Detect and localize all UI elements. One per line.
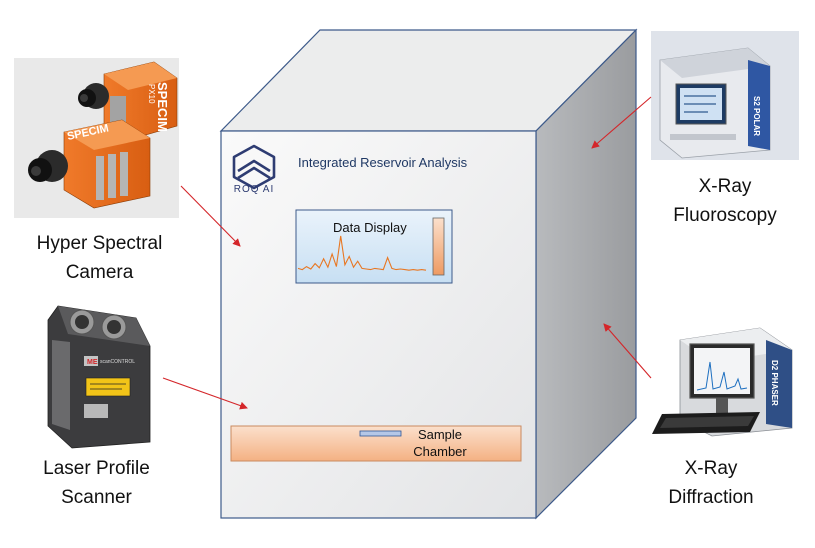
arrow-xrf <box>591 96 652 149</box>
xray-diffraction-label: X-Ray Diffraction <box>636 454 786 512</box>
hyperspectral-camera-image: SPECIM PX10 SPECIM <box>14 58 179 218</box>
laser-scanner-label: Laser Profile Scanner <box>14 454 179 512</box>
sample-chamber-line2: Chamber <box>413 444 467 459</box>
sample-chamber-line1: Sample <box>417 427 463 442</box>
xrd-label-line1: X-Ray <box>684 458 738 479</box>
data-display-panel <box>295 209 453 284</box>
hyperspectral-camera-label: Hyper Spectral Camera <box>17 229 182 287</box>
sample-chamber <box>230 425 522 462</box>
sample-tray <box>359 430 402 437</box>
display-level-bar <box>432 217 445 276</box>
arrow-laser <box>162 377 248 410</box>
xray-fluoroscopy-image: S2 POLAR <box>651 31 799 160</box>
camera-model-text: PX10 <box>147 84 156 104</box>
hyperspectral-label-line1: Hyper Spectral <box>36 233 163 254</box>
xrd-label-line2: Diffraction <box>668 487 754 508</box>
camera-brand-text: SPECIM <box>155 82 170 132</box>
data-display-title: Data Display <box>333 220 407 235</box>
laser-scanner-image: ME scanCONTROL <box>47 305 151 449</box>
analyzer-title: Integrated Reservoir Analysis <box>298 155 468 170</box>
xrf-label-line2: Fluoroscopy <box>673 205 777 226</box>
connection-arrows <box>162 96 652 410</box>
spectrum-line <box>297 235 427 271</box>
arrow-hyperspectral <box>180 185 241 247</box>
arrow-xrd <box>603 323 652 379</box>
xrd-brand-text: D2 PHASER <box>770 360 779 406</box>
xray-fluoroscopy-label: X-Ray Fluoroscopy <box>650 172 800 230</box>
roq-ai-logo-icon <box>232 144 276 190</box>
laser-logo-text: ME <box>87 359 98 366</box>
hyperspectral-label-line2: Camera <box>65 262 134 283</box>
sample-chamber-label: Sample Chamber <box>405 426 475 460</box>
laser-label-line1: Laser Profile <box>43 458 150 479</box>
xray-diffraction-image: D2 PHASER <box>652 327 793 437</box>
laser-brand-text: scanCONTROL <box>100 359 135 365</box>
laser-label-line2: Scanner <box>61 487 132 508</box>
roq-ai-logo-text: ROQ AI <box>233 184 275 195</box>
xrf-label-line1: X-Ray <box>698 176 752 197</box>
xrf-brand-text: S2 POLAR <box>752 96 761 136</box>
